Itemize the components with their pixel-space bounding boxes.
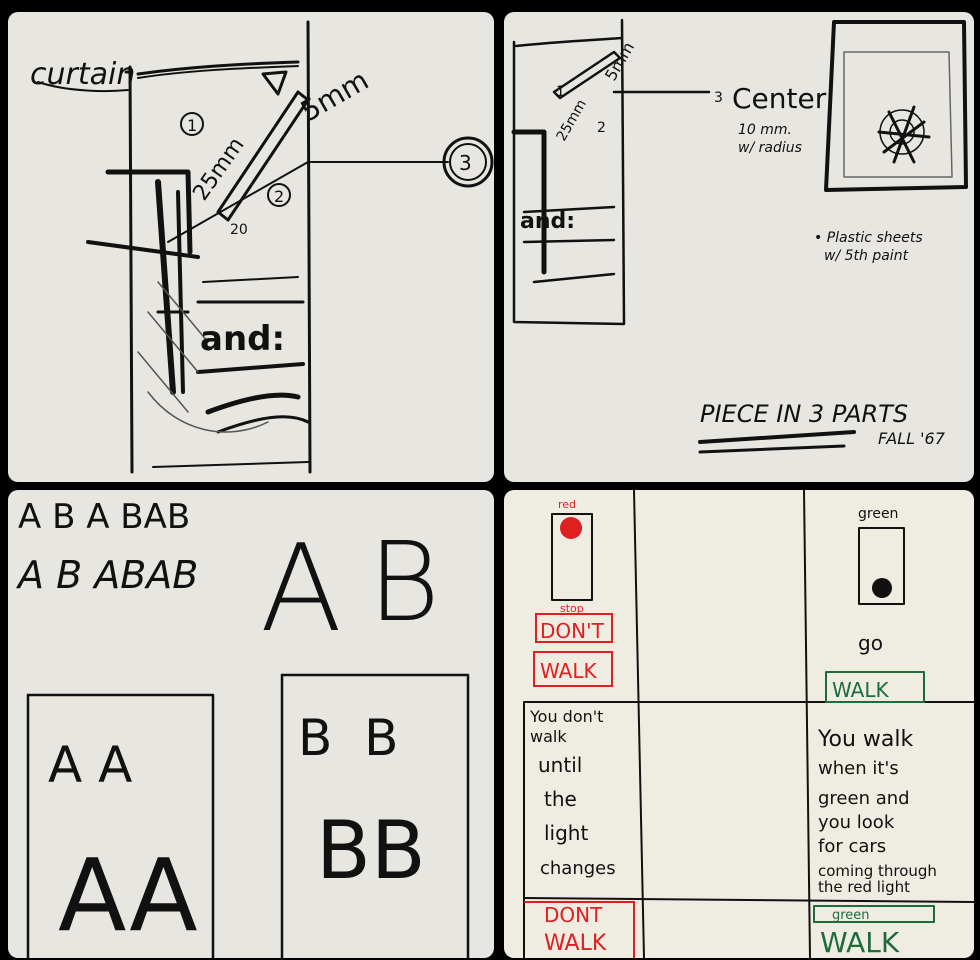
piece-drawing: 1 2 3 25mm 5mm Center 10 mm. w/ radius •…	[504, 12, 974, 482]
circle-3-label: 3	[459, 151, 472, 175]
circle-3-label: 3	[714, 90, 723, 106]
left-line: changes	[540, 858, 616, 879]
go-label: go	[858, 631, 883, 655]
dont-walk-line-2: WALK	[540, 659, 598, 683]
circle-1-label: 1	[187, 116, 197, 135]
curtain-label: curtain	[30, 57, 135, 92]
right-line: the red light	[818, 878, 910, 896]
box-a-row-2: AA	[58, 837, 198, 954]
dim-25mm-label: 25mm	[554, 97, 590, 144]
box-b-row-1: B B	[298, 709, 398, 767]
dim-25mm-label: 25mm	[188, 133, 249, 205]
bottom-dont-walk-2: WALK	[544, 931, 607, 956]
green-label: green	[858, 506, 898, 522]
row-2-letters: A B ABAB	[15, 553, 198, 597]
red-label: red	[558, 498, 576, 511]
bottom-walk-sign: WALK	[820, 926, 900, 958]
left-line: walk	[530, 727, 567, 746]
panel-walk-dont-walk: red green stop go DON'T WALK WALK You do…	[504, 490, 974, 958]
right-line: you look	[818, 812, 895, 833]
left-line: light	[544, 821, 588, 845]
big-a-letter: A	[260, 520, 342, 659]
box-b-row-2: BB	[316, 804, 426, 897]
left-line: the	[544, 787, 577, 811]
green-light-dot	[872, 578, 892, 598]
dont-walk-line-1: DON'T	[540, 619, 605, 643]
right-line: green and	[818, 788, 910, 809]
dim-5mm-label: 5mm	[601, 39, 638, 84]
plastic-note-1: • Plastic sheets	[814, 230, 923, 246]
center-note-1: 10 mm.	[738, 122, 792, 138]
circle-2-label: 2	[274, 187, 284, 206]
ab-drawing: A B A BAB A B ABAB A B A A AA B B BB	[8, 490, 494, 958]
bottom-green-label: green	[832, 908, 870, 923]
center-note-2: w/ radius	[738, 140, 802, 156]
big-b-letter: B	[368, 518, 440, 646]
walk-sign: WALK	[832, 678, 890, 702]
box-a-row-1: A A	[48, 736, 132, 794]
panel-ab-letters: A B A BAB A B ABAB A B A A AA B B BB	[8, 490, 494, 958]
left-instructions: You don't walk until the light changes	[529, 707, 616, 879]
circle-1-label: 1	[556, 84, 565, 100]
dim-20-label: 20	[230, 222, 248, 238]
stop-label: stop	[560, 602, 584, 615]
right-line: when it's	[818, 758, 899, 779]
red-light-dot	[560, 517, 582, 539]
piece-title: PIECE IN 3 PARTS	[700, 400, 908, 428]
center-label: Center	[732, 82, 827, 115]
bottom-dont-walk-1: DONT	[544, 903, 603, 927]
right-line: for cars	[818, 836, 886, 857]
and-label: and:	[200, 319, 285, 359]
plastic-note-2: w/ 5th paint	[824, 248, 909, 264]
walk-drawing: red green stop go DON'T WALK WALK You do…	[504, 490, 974, 958]
panel-piece-in-3-parts: 1 2 3 25mm 5mm Center 10 mm. w/ radius •…	[504, 12, 974, 482]
right-instructions: You walk when it's green and you look fo…	[817, 727, 937, 896]
left-line: You don't	[529, 707, 603, 726]
date-label: FALL '67	[878, 429, 946, 448]
curtain-drawing: curtain 1 2 3 25mm 5mm 20 and:	[8, 12, 494, 482]
right-line: You walk	[817, 727, 914, 752]
panel-curtain-sketch: curtain 1 2 3 25mm 5mm 20 and:	[8, 12, 494, 482]
left-line: until	[538, 753, 582, 777]
circle-2-label: 2	[597, 120, 606, 136]
and-label: and:	[520, 209, 575, 234]
row-1-letters: A B A BAB	[18, 497, 190, 537]
